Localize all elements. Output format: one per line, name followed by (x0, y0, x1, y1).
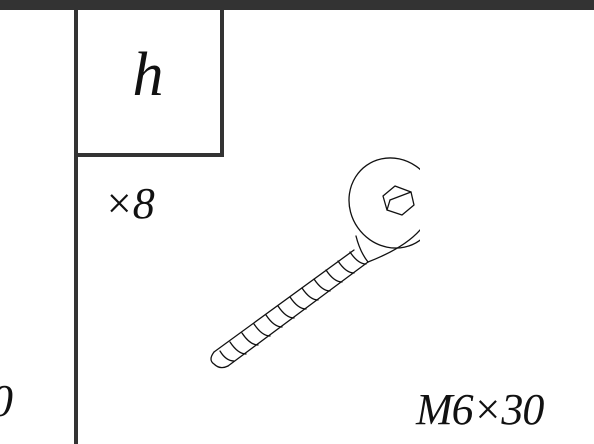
vertical-divider (74, 0, 78, 444)
screw-spec-label: M6×30 (416, 385, 544, 434)
quantity-label: ×8 (104, 179, 155, 228)
adjacent-panel-text-fragment: 0 (0, 378, 13, 424)
top-border-rule (0, 0, 594, 10)
countersunk-hex-socket-screw-icon (210, 157, 420, 369)
part-label-box (74, 0, 224, 157)
part-letter-label: h (132, 41, 164, 109)
